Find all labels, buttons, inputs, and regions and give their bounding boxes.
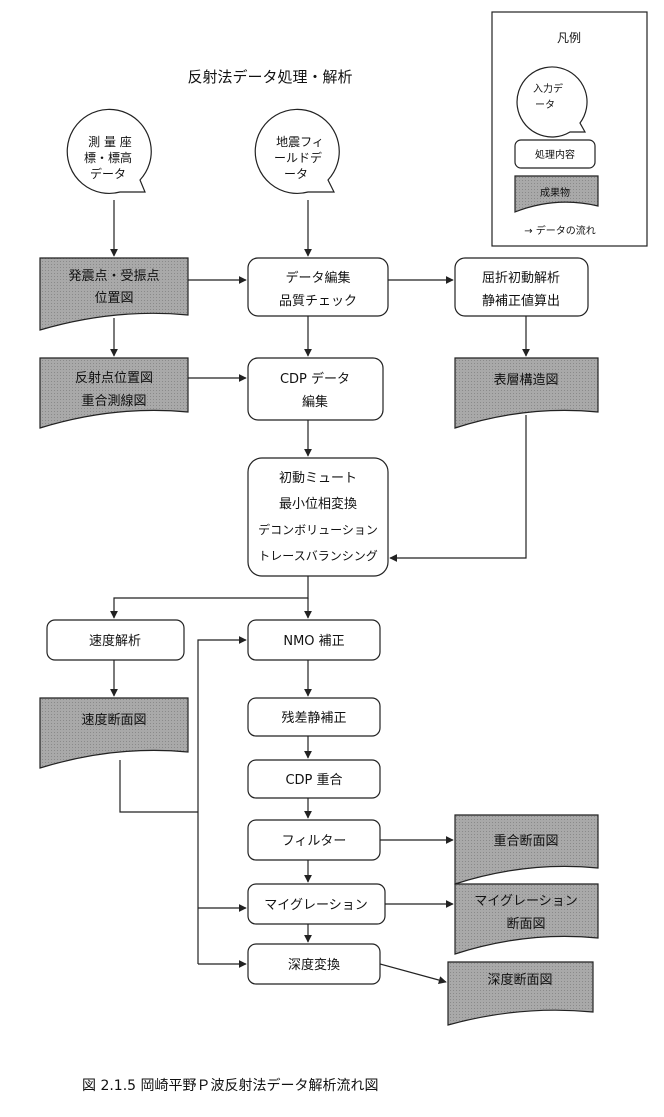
- arrow-processing-to-velocity: [110, 576, 309, 619]
- process-cdp-edit-line-1: CDP データ: [280, 371, 350, 387]
- process-velocity-label: 速度解析: [89, 633, 141, 649]
- product-migration-section: マイグレーション 断面図: [454, 883, 599, 955]
- process-preprocessing: 初動ミュート 最小位相変換 デコンボリューション トレースバランシング: [247, 457, 389, 577]
- legend-process-label: 処理内容: [535, 148, 575, 161]
- process-cdp-data-edit: CDP データ 編集: [247, 357, 384, 421]
- product-source-receiver-line-1: 発震点・受振点: [68, 269, 159, 284]
- arrow-depth-to-section: [379, 963, 447, 984]
- legend-box: 凡例 入力デ ータ 処理内容 成果物 → データの流れ: [491, 11, 648, 247]
- process-refraction-line-1: 屈折初動解析: [482, 271, 560, 286]
- product-stack-section: 重合断面図: [454, 814, 599, 885]
- process-data-edit-line-2: 品質チェック: [279, 294, 357, 309]
- input-survey-line-2: 標・標高: [84, 150, 132, 165]
- process-residual-label: 残差静補正: [281, 711, 346, 726]
- product-velocity-section-label: 速度断面図: [81, 712, 146, 728]
- process-depth-label: 深度変換: [288, 957, 340, 973]
- process-migration: マイグレーション: [247, 883, 386, 925]
- product-velocity-section: 速度断面図: [39, 697, 189, 769]
- process-preprocessing-line-4: トレースバランシング: [258, 549, 377, 563]
- product-migration-line-1: マイグレーション: [474, 894, 577, 909]
- product-source-receiver-line-2: 位置図: [94, 291, 133, 306]
- product-reflection-line-1: 反射点位置図: [75, 370, 153, 386]
- product-depth-section-label: 深度断面図: [487, 972, 552, 988]
- product-reflection-line-2: 重合測線図: [81, 393, 146, 409]
- product-depth-section: 深度断面図: [447, 961, 594, 1026]
- figure-caption: 図 2.1.5 岡崎平野Ｐ波反射法データ解析流れ図: [82, 1077, 379, 1094]
- process-cdp-stack-label: CDP 重合: [285, 772, 342, 788]
- product-source-receiver-map: 発震点・受振点 位置図: [39, 257, 189, 331]
- legend-product-label: 成果物: [540, 186, 570, 199]
- process-preprocessing-line-2: 最小位相変換: [279, 496, 357, 512]
- legend-input-label-1: 入力デ: [533, 82, 563, 95]
- product-migration-line-2: 断面図: [506, 917, 545, 932]
- input-survey-data: 測 量 座 標・標高 データ: [66, 108, 152, 194]
- line-velocity-section-out: [119, 760, 198, 813]
- input-seismic-line-1: 地震フィ: [276, 135, 324, 149]
- product-surface-label: 表層構造図: [493, 373, 558, 388]
- process-depth-conversion: 深度変換: [247, 943, 381, 985]
- process-cdp-edit-line-2: 編集: [302, 394, 328, 410]
- legend-flow-label: → データの流れ: [524, 224, 596, 237]
- process-refraction-analysis: 屈折初動解析 静補正値算出: [454, 257, 589, 317]
- product-surface-structure-map: 表層構造図: [454, 357, 599, 429]
- legend-input-label-2: ータ: [535, 99, 555, 111]
- process-nmo-correction: NMO 補正: [247, 619, 381, 661]
- product-stack-section-label: 重合断面図: [493, 833, 558, 849]
- process-refraction-line-2: 静補正値算出: [482, 293, 560, 309]
- process-preprocessing-line-3: デコンボリューション: [258, 522, 378, 537]
- arrow-surface-to-processing: [389, 415, 527, 562]
- flow-connectors: [110, 200, 530, 984]
- input-seismic-line-2: ールドデ: [274, 150, 322, 165]
- process-migration-label: マイグレーション: [264, 898, 367, 913]
- input-survey-line-3: データ: [90, 166, 126, 181]
- process-cdp-stack: CDP 重合: [247, 759, 381, 799]
- legend-title: 凡例: [557, 31, 581, 45]
- process-filter: フィルター: [247, 819, 381, 861]
- process-data-edit: データ編集 品質チェック: [247, 257, 389, 317]
- process-preprocessing-line-1: 初動ミュート: [279, 471, 357, 486]
- input-seismic-line-3: ータ: [284, 167, 308, 181]
- product-reflection-point-map: 反射点位置図 重合測線図: [39, 357, 189, 429]
- process-velocity-analysis: 速度解析: [46, 619, 185, 661]
- process-filter-label: フィルター: [282, 834, 347, 849]
- legend-process-shape: [514, 139, 596, 169]
- arrow-velocity-to-nmo: [197, 636, 247, 964]
- legend-product-shape: [514, 175, 599, 213]
- input-seismic-field-data: 地震フィ ールドデ ータ: [254, 108, 340, 194]
- process-data-edit-line-1: データ編集: [285, 270, 350, 286]
- process-nmo-label: NMO 補正: [283, 634, 344, 649]
- legend-input-shape: [516, 66, 588, 138]
- input-survey-line-1: 測 量 座: [88, 134, 132, 149]
- process-residual-statics: 残差静補正: [247, 697, 381, 737]
- diagram-title: 反射法データ処理・解析: [187, 68, 352, 86]
